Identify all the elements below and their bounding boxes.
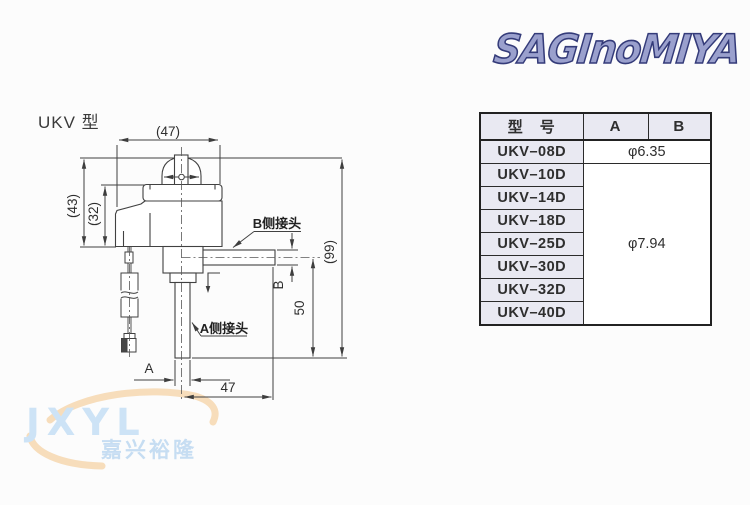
dome-pin	[178, 173, 185, 181]
table-row: UKV–40D	[479, 301, 711, 326]
pipe-a-nut	[169, 272, 197, 284]
model-cell: UKV–08D	[479, 139, 584, 164]
model-cell: UKV–18D	[479, 209, 584, 233]
table-header-row: 型 号 A B	[479, 112, 712, 141]
model-spec-table: 型 号 A B UKV–08D φ6.35 UKV–10D φ7.94 UKV–…	[479, 112, 712, 326]
watermark-arc-top	[46, 388, 219, 426]
model-cell: UKV–32D	[479, 278, 584, 302]
dim-height-99: (99)	[322, 240, 337, 264]
watermark-arc-bottom	[26, 432, 106, 470]
label-a-side-connector: A侧接头	[200, 321, 248, 336]
leader-lines	[191, 231, 301, 337]
plug-contact	[121, 338, 128, 353]
model-cell: UKV–30D	[479, 255, 584, 279]
extension-lines	[80, 145, 347, 400]
model-cell: UKV–10D	[479, 163, 584, 187]
valve-body-group	[114, 154, 276, 359]
table-row: UKV–08D φ6.35	[479, 139, 712, 164]
dim-height-32: (32)	[86, 202, 101, 226]
centerlines	[129, 147, 320, 399]
table-row: UKV–14D	[479, 186, 711, 210]
diameter-cell: φ7.94	[582, 163, 712, 326]
dim-length-50: 50	[292, 300, 307, 315]
pipe-a-side	[174, 281, 191, 359]
table-row: UKV–25D	[479, 232, 711, 256]
capillary-fitting	[124, 251, 134, 264]
model-cell: UKV–25D	[479, 232, 584, 256]
dim-dia-a: A	[144, 361, 153, 376]
watermark-cn-text: 嘉兴裕隆	[101, 439, 197, 462]
model-cell: UKV–14D	[479, 186, 584, 210]
dim-width-top: (47)	[156, 124, 180, 139]
watermark-swoosh	[26, 388, 219, 470]
table-row: UKV–18D	[479, 209, 711, 233]
model-cell: UKV–40D	[479, 301, 584, 326]
valve-cap	[142, 183, 223, 202]
label-b-side-connector: B侧接头	[253, 216, 301, 231]
connector-block	[162, 245, 204, 274]
valve-main-body	[114, 200, 223, 248]
table-row: UKV–32D	[479, 278, 711, 302]
dim-width-bottom: 47	[220, 380, 235, 395]
drawing-title: UKV 型	[38, 113, 100, 132]
table-header-b: B	[647, 112, 712, 141]
dim-height-43: (43)	[65, 194, 80, 218]
watermark-latin-text: JXYL	[26, 401, 147, 444]
table-header-a: A	[582, 112, 649, 141]
table-header-model: 型 号	[479, 112, 584, 141]
dimension-lines	[81, 137, 345, 400]
flow-direction-indicator	[205, 272, 220, 293]
watermark: JXYL 嘉兴裕隆	[0, 380, 320, 500]
table-row: UKV–30D	[479, 255, 711, 279]
dim-dia-b: B	[271, 280, 286, 289]
diameter-cell: φ6.35	[582, 139, 712, 164]
table-row: UKV–10D φ7.94	[479, 163, 712, 326]
